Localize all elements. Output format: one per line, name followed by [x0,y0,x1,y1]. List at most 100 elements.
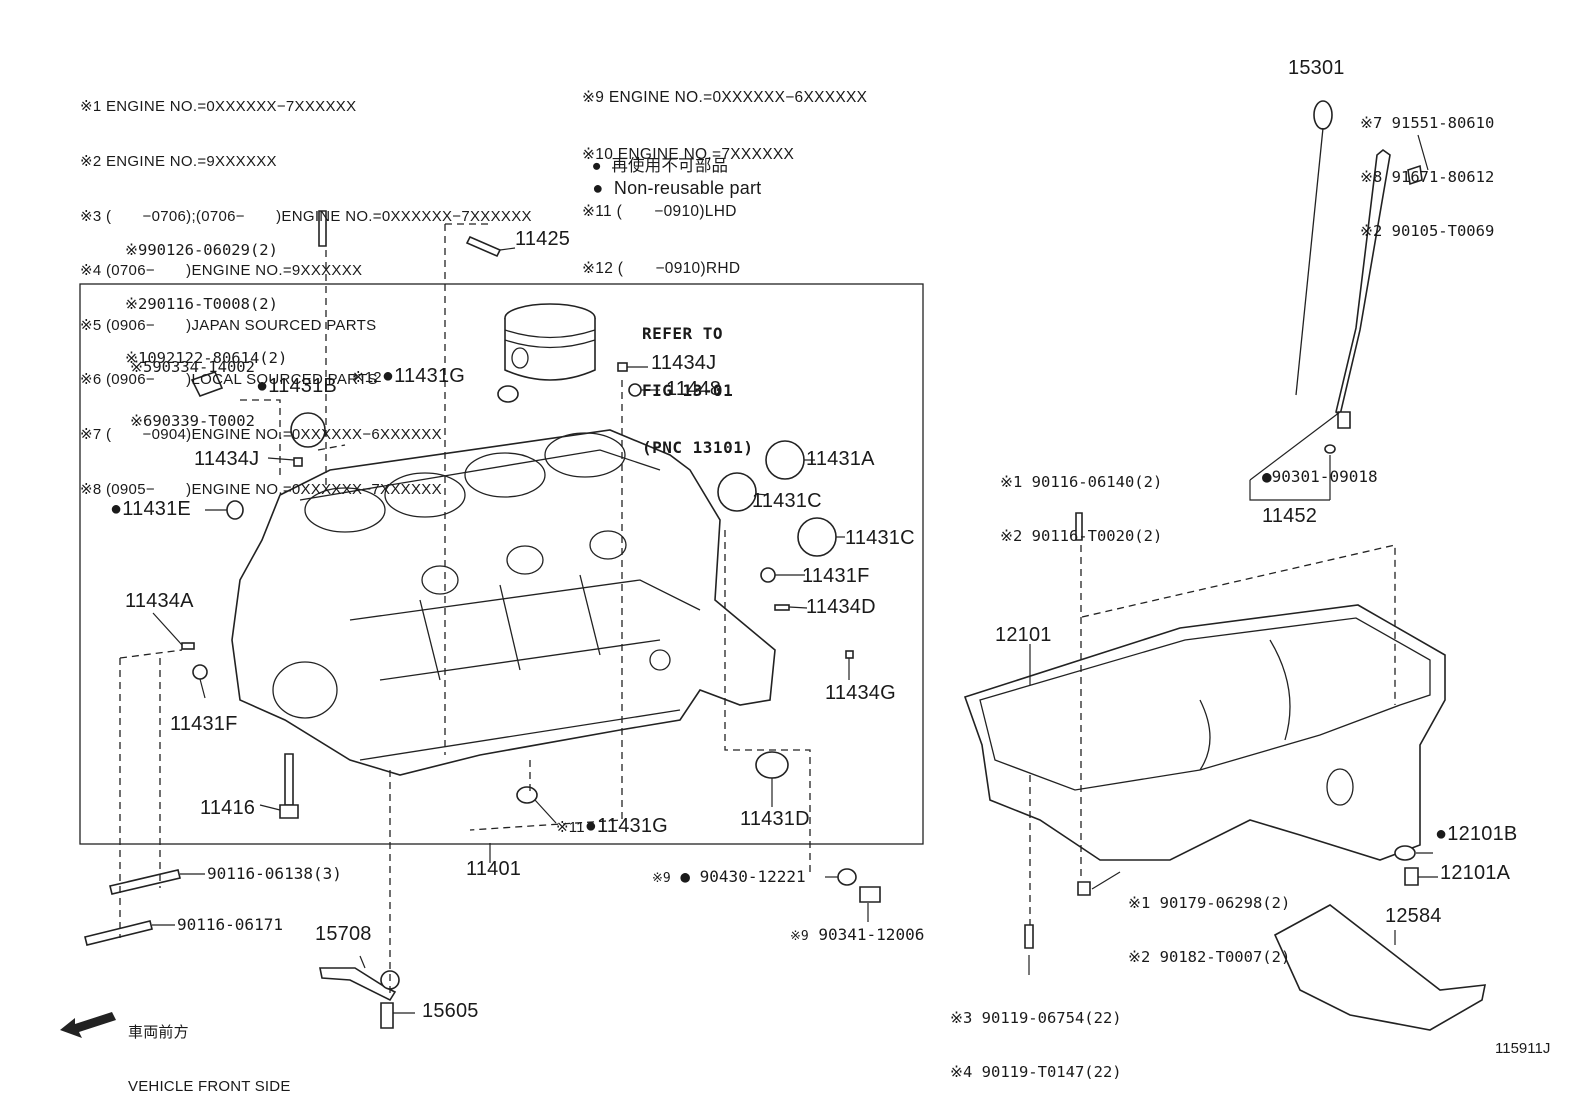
non-reusable-bullet-icon [1435,823,1447,845]
note-line: ※8 (0905− )ENGINE NO.=0XXXXXX−7XXXXXX [80,480,442,498]
pan-plug-drawing [1077,881,1091,896]
sensor-refs: ※590334-14002 ※690339-T0002 [130,358,255,430]
note-line: ※11 ( −0910)LHD [582,203,737,220]
label-11434A[interactable]: 11434A [125,590,194,612]
label-12584[interactable]: 12584 [1385,905,1442,927]
dipstick-15301-drawing [1295,100,1333,396]
label-90301-09018[interactable]: 90301-09018 [1262,467,1378,486]
label-12101B[interactable]: 12101B [1435,823,1517,846]
label-11401[interactable]: 11401 [466,858,522,880]
gasket-90430-drawing [837,868,857,886]
gauge-refs: ※7 91551-80610 ※8 91671-80612 ※2 90105-T… [1360,114,1495,240]
stud-top-refs: ※990126-06029(2) ※290116-T0008(2) ※10921… [125,241,288,367]
note-line: ※9 ENGINE NO.=0XXXXXX−6XXXXXX [582,89,868,106]
label-90116-06171[interactable]: 90116-06171 [177,915,283,934]
baffle-12584-drawing [1273,904,1486,1031]
pan-bolt-drawing [1024,924,1034,949]
label-11431B[interactable]: 11431B [256,375,337,398]
bolt-15605-drawing [380,1002,394,1029]
label-11431G-bot[interactable]: ※1111431G [556,815,668,838]
pan-plug-refs: ※1 90179-06298(2) ※2 90182-T0007(2) [1128,894,1291,966]
piston-drawing [504,303,596,381]
oil-pan-12101-drawing [963,604,1446,861]
pan-stud-drawing [1075,512,1083,541]
stud-90116-06138-drawing [109,869,181,895]
label-15605[interactable]: 15605 [422,1000,479,1022]
label-11431F-left[interactable]: 11431F [170,713,238,735]
pin-11434D-drawing [774,604,790,611]
note-line: ※6 (0906− )LOCAL SOURCED PARTS [80,371,378,389]
label-90430-12221[interactable]: ※9 90430-12221 [652,867,806,888]
legend-en: ● Non-reusable part [592,178,762,198]
pin-11448-drawing [628,383,642,397]
label-11434G[interactable]: 11434G [825,682,896,704]
label-11452[interactable]: 11452 [1262,505,1318,527]
label-11431C-2[interactable]: 11431C [845,527,915,549]
gasket-12101B-drawing [1394,845,1416,861]
label-11434J-top[interactable]: 11434J [651,352,717,374]
label-11431C-1[interactable]: 11431C [752,490,822,512]
label-90341-12006[interactable]: ※9 90341-12006 [790,925,925,945]
stud-top-drawing [318,210,327,247]
label-11431A[interactable]: 11431A [806,448,875,470]
cylinder-block-group-frame [79,283,924,845]
non-reusable-bullet-icon [1262,467,1272,486]
label-15708[interactable]: 15708 [315,923,372,945]
note-line: ※3 ( −0706);(0706− )ENGINE NO.=0XXXXXX−7… [80,207,532,225]
label-11431E[interactable]: 11431E [110,498,191,521]
plug-11431C-1-drawing [717,472,757,512]
note-line: ※2 ENGINE NO.=9XXXXXX [80,153,277,170]
stud-11425-drawing [465,235,502,258]
ring-11431G-bot-drawing [516,786,538,804]
dashed-guide-lines [119,223,1396,995]
label-11431F-right[interactable]: 11431F [802,565,870,587]
label-11434D[interactable]: 11434D [806,596,876,618]
sensor-drawing [190,371,224,397]
ring-11431F-right-drawing [760,567,776,583]
non-reusable-bullet-icon: ● [592,178,604,198]
seal-11431D-drawing [755,751,789,779]
note-line: ※12 ( −0910)RHD [582,260,741,277]
note-line: ※5 (0906− )JAPAN SOURCED PARTS [80,316,377,334]
ring-11431G-top-drawing [497,385,519,403]
label-11434J-left[interactable]: 11434J [194,448,260,470]
notes-left-block: ※1 ENGINE NO.=0XXXXXX−7XXXXXX ※2 ENGINE … [80,62,532,517]
label-11416[interactable]: 11416 [200,797,256,819]
pin-11434A-drawing [181,642,195,650]
cylinder-block-drawing [231,429,776,776]
non-reusable-bullet-icon [585,815,597,837]
pan-stud-refs: ※1 90116-06140(2) ※2 90116-T0020(2) [1000,473,1163,545]
label-11431D[interactable]: 11431D [740,808,810,830]
label-11425[interactable]: 11425 [515,228,571,250]
bracket-15708-drawing [319,967,400,1002]
label-15301[interactable]: 15301 [1288,57,1345,79]
figure-id: 115911J [1495,1040,1551,1057]
legend-jp: ● 再使用不可部品 [591,157,729,175]
label-90116-06138[interactable]: 90116-06138(3) [207,864,342,883]
non-reusable-bullet-icon [110,498,122,520]
stud-90116-06171-drawing [84,920,153,946]
plug-11431B-drawing [290,412,326,448]
non-reusable-bullet-icon: ● [591,157,602,175]
label-11431G-top[interactable]: ※1211431G [352,365,465,388]
note-line: ※4 (0706− )ENGINE NO.=9XXXXXX [80,262,363,280]
plug-90341-drawing [859,886,881,903]
ring-11431F-left-drawing [192,664,208,680]
pin-11434G-drawing [845,650,854,659]
label-12101A[interactable]: 12101A [1440,862,1511,884]
note-line: ※10 ENGINE NO.=7XXXXXX [582,146,795,163]
front-side-note: 車両前方 VEHICLE FRONT SIDE [128,1024,291,1095]
pin-11434J-left-drawing [293,457,303,467]
leader-lines [152,134,1438,1014]
label-11448[interactable]: 11448 [666,378,722,400]
label-12101[interactable]: 12101 [995,624,1052,646]
non-reusable-bullet-icon [382,365,394,387]
o-ring-90301-drawing [1324,444,1336,454]
pin-11434J-top-drawing [617,362,628,372]
plug-11431C-2-drawing [797,517,837,557]
refer-note: REFER TO FIG 13-01 (PNC 13101) [642,324,754,457]
pan-bolt-refs: ※3 90119-06754(22) ※4 90119-T0147(22) [950,1009,1122,1081]
plug-12101A-drawing [1404,867,1419,886]
plug-11431A-drawing [765,440,805,480]
